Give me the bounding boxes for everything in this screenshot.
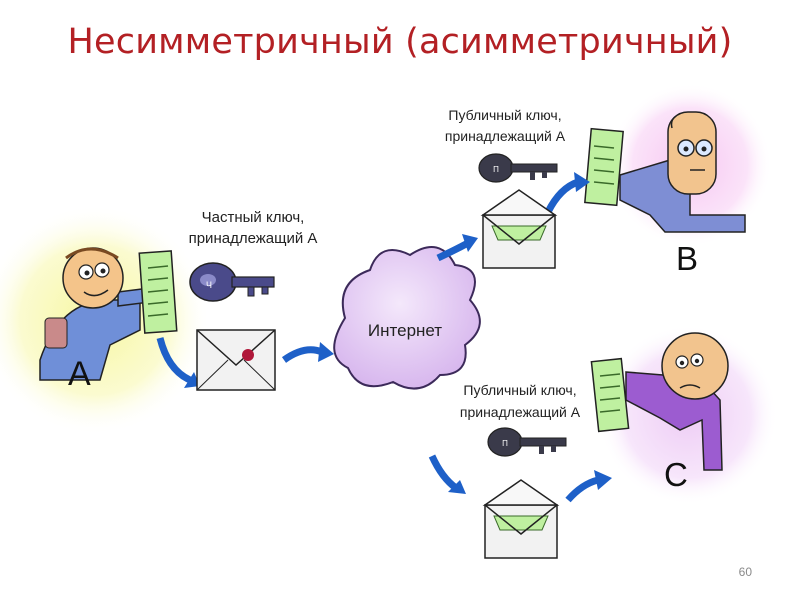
public-key-b-label-line2: принадлежащий А: [445, 128, 566, 144]
public-key-b-mark: П: [493, 165, 499, 174]
person-c-figure: [625, 332, 729, 471]
public-key-c-mark: П: [502, 439, 508, 448]
private-key-icon: Ч: [189, 262, 275, 302]
public-key-c-label-line1: Публичный ключ,: [463, 382, 576, 398]
person-b-figure: [619, 111, 746, 233]
open-envelope-c-icon: [482, 479, 560, 559]
public-key-c-icon: П: [487, 427, 567, 457]
person-c-letter: C: [664, 456, 688, 493]
arrow-envelope-b-to-document: [544, 178, 580, 214]
public-key-b-icon: П: [478, 153, 558, 183]
arrow-envelope-c-to-person: [565, 476, 599, 503]
private-key-label-line1: Частный ключ,: [202, 209, 305, 226]
arrow-internet-to-c: [428, 454, 459, 491]
person-a-figure: [39, 247, 151, 381]
document-b-icon: [584, 127, 624, 207]
sealed-envelope-icon: [196, 329, 276, 391]
person-a-letter: A: [68, 355, 91, 393]
public-key-b-label-line1: Публичный ключ,: [448, 107, 561, 123]
arrow-a-to-envelope: [156, 337, 192, 384]
slide-title: Несимметричный (асимметричный): [67, 22, 733, 62]
person-b-group: B: [584, 83, 772, 277]
private-key-label-line2: принадлежащий А: [189, 230, 318, 247]
arrow-envelope-to-internet: [281, 346, 324, 363]
page-number: 60: [738, 565, 752, 579]
document-a-icon: [138, 250, 178, 334]
person-b-letter: B: [676, 240, 698, 277]
public-key-c-label-line2: принадлежащий А: [460, 404, 581, 420]
person-a-group: A: [0, 205, 210, 435]
document-c-icon: [590, 357, 630, 433]
internet-cloud-icon: [333, 246, 481, 390]
private-key-mark: Ч: [206, 280, 212, 290]
person-c-group: C: [590, 325, 778, 505]
internet-label: Интернет: [368, 321, 442, 340]
open-envelope-b-icon: [480, 189, 558, 269]
